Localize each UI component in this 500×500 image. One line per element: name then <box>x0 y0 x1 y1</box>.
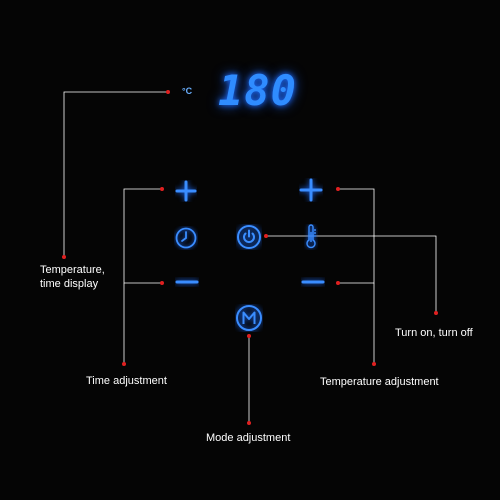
timer-button[interactable] <box>174 226 198 250</box>
dot-temp-end <box>372 362 376 366</box>
dot-display-end <box>62 255 66 259</box>
power-button[interactable] <box>236 224 262 250</box>
dot-power <box>264 234 268 238</box>
label-temperature-time-display: Temperature, time display <box>40 264 105 290</box>
temperature-plus-button[interactable] <box>299 178 323 202</box>
plus-icon <box>175 180 197 202</box>
label-time-adjustment: Time adjustment <box>86 375 167 387</box>
time-plus-button[interactable] <box>175 180 197 202</box>
dot-time-end <box>122 362 126 366</box>
temperature-time-display: 180 <box>218 66 297 115</box>
mode-m-icon <box>236 305 262 331</box>
dot-time-plus <box>160 187 164 191</box>
temperature-minus-button[interactable] <box>301 277 325 287</box>
dot-time-minus <box>160 281 164 285</box>
mode-button[interactable] <box>235 304 263 332</box>
label-mode-adjustment: Mode adjustment <box>206 432 291 444</box>
thermometer-icon <box>306 224 316 249</box>
dot-temp-minus <box>336 281 340 285</box>
dot-power-end <box>434 311 438 315</box>
label-temperature-adjustment: Temperature adjustment <box>320 376 439 388</box>
label-turn-on-off: Turn on, turn off <box>395 327 473 339</box>
temperature-indicator <box>306 224 316 249</box>
dot-mode-end <box>247 421 251 425</box>
plus-icon <box>299 178 323 202</box>
clock-icon <box>175 227 197 249</box>
time-minus-button[interactable] <box>175 277 199 287</box>
temperature-unit: °C <box>182 86 193 96</box>
dot-display <box>166 90 170 94</box>
power-icon <box>237 225 261 249</box>
dot-mode <box>247 334 251 338</box>
dot-temp-plus <box>336 187 340 191</box>
